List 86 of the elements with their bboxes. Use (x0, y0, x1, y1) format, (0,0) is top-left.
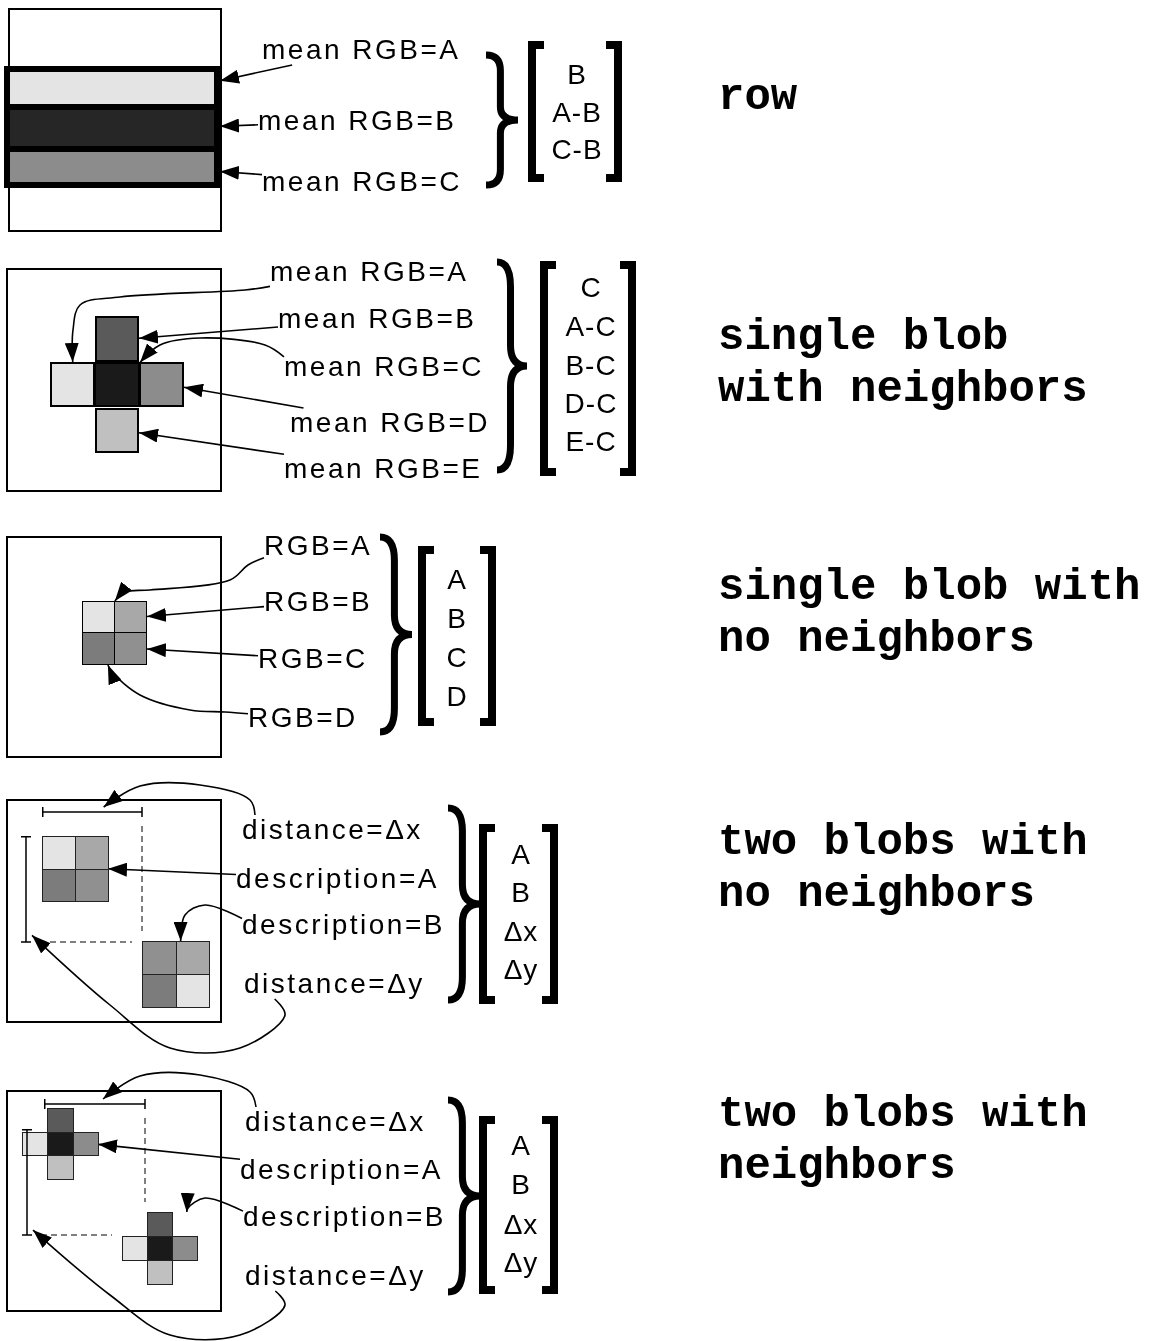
vector-entry: A-B (551, 98, 603, 128)
callout-label: distance=Δy (245, 1261, 426, 1291)
callout-label: mean RGB=C (284, 352, 485, 382)
panel-title: two blobs with no neighbors (718, 816, 1089, 920)
callout-label: distance=Δx (245, 1107, 426, 1137)
image-frame (6, 536, 222, 758)
callout-label: description=B (242, 910, 445, 940)
pixel-blob (142, 941, 209, 1007)
vector-entry: Δx (502, 917, 540, 947)
callout-label: RGB=B (264, 587, 373, 617)
pixel-cell (82, 632, 115, 665)
callout-label: mean RGB=B (278, 304, 477, 334)
callout-label: mean RGB=D (290, 408, 491, 438)
leader-arrow (97, 1139, 241, 1161)
vector-entry: B (566, 60, 588, 90)
vector-entry: A (446, 565, 468, 595)
image-frame (6, 1090, 222, 1312)
dimension-line (42, 807, 143, 818)
callout-label: RGB=A (264, 531, 373, 561)
pixel-cell (95, 408, 139, 453)
vector-entry: C (445, 643, 469, 673)
pixel-cell (50, 362, 95, 407)
callout-label: description=A (240, 1155, 443, 1185)
leader-arrow (31, 934, 286, 1054)
image-frame (6, 799, 222, 1023)
dimension-line (22, 1129, 33, 1236)
callout-label: description=B (243, 1202, 446, 1232)
vector-entry: Δy (502, 955, 540, 985)
callout-label: mean RGB=A (262, 35, 461, 65)
leader-arrow (114, 556, 265, 602)
callout-label: mean RGB=A (270, 257, 469, 287)
vector-entry: Δy (502, 1248, 540, 1278)
callout-label: RGB=D (248, 703, 358, 733)
pixel-blob (42, 836, 108, 901)
callout-label: mean RGB=B (258, 106, 457, 136)
pixel-cell (114, 632, 147, 665)
pixel-cell (114, 601, 147, 633)
vector-entry: A (510, 1131, 532, 1161)
pixel-cell (94, 362, 140, 407)
pixel-blob (22, 1108, 98, 1179)
callout-label: distance=Δy (244, 969, 425, 999)
vector-entry: C (579, 273, 603, 303)
callout-label: mean RGB=E (284, 454, 483, 484)
leader-arrow (146, 605, 265, 622)
leader-arrow (139, 337, 285, 364)
vector-entry: D-C (563, 389, 619, 419)
callout-label: distance=Δx (242, 815, 423, 845)
callout-label: mean RGB=C (262, 167, 463, 197)
panel-title: row (718, 71, 799, 123)
callout-label: description=A (236, 864, 439, 894)
dimension-line (44, 1099, 146, 1110)
dimension-line (21, 836, 32, 943)
vector-entry: B (446, 604, 468, 634)
leader-arrow (183, 383, 305, 409)
vector-entry: B (510, 1170, 532, 1200)
leader-arrow (219, 118, 259, 133)
image-frame (6, 268, 222, 492)
leader-arrow (107, 664, 249, 715)
leader-arrow (138, 326, 279, 344)
panel-title: single blob with no neighbors (718, 561, 1141, 665)
pixel-blob (122, 1212, 197, 1284)
leader-arrow (64, 285, 271, 363)
vector-entry: C-B (550, 135, 604, 165)
vector-entry: D (445, 682, 469, 712)
leader-arrow (180, 1192, 244, 1213)
leader-arrow (138, 428, 285, 456)
leader-arrow (173, 904, 243, 942)
vector-entry: B (510, 878, 532, 908)
pixel-cell (139, 362, 184, 407)
vector-entry: A-C (564, 312, 618, 342)
pixel-cell (95, 316, 139, 362)
leader-arrow (107, 862, 237, 877)
leader-arrow (219, 165, 263, 180)
leader-arrow (146, 643, 259, 658)
leader-arrow (219, 64, 293, 84)
panel-title: single blob with neighbors (718, 311, 1089, 415)
vector-entry: B-C (564, 351, 618, 381)
callout-label: RGB=C (258, 644, 368, 674)
leader-arrow (102, 781, 256, 816)
panel-title: two blobs with neighbors (718, 1088, 1089, 1192)
pixel-cell (82, 601, 115, 633)
leader-arrow (102, 1071, 257, 1108)
vector-entry: Δx (502, 1210, 540, 1240)
vector-entry: E-C (564, 427, 618, 457)
leader-arrow (32, 1229, 286, 1341)
vector-entry: A (510, 840, 532, 870)
